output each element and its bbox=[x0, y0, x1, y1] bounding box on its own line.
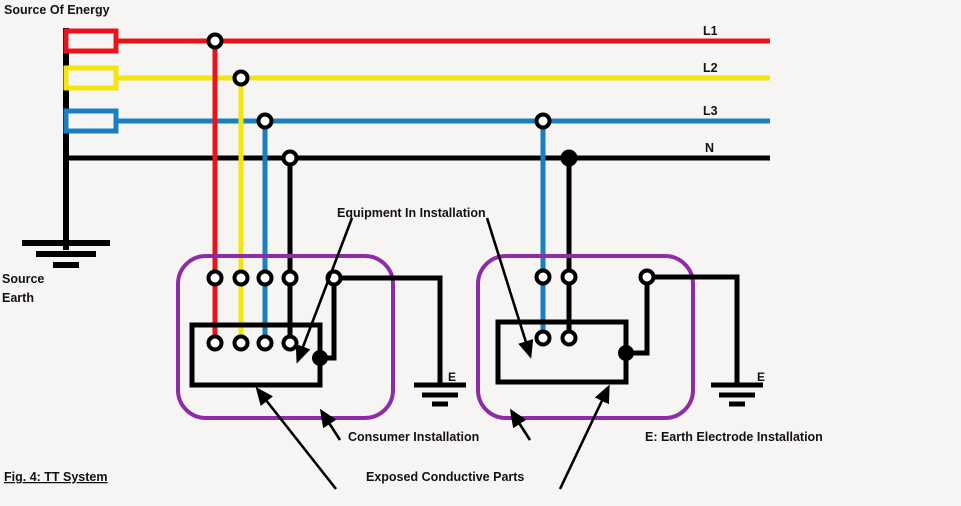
phase-label-l1: L1 bbox=[703, 24, 718, 38]
left-terminal-l1 bbox=[206, 269, 224, 287]
phase-label-n: N bbox=[705, 141, 714, 155]
leader-consumer-left bbox=[319, 408, 342, 441]
earth-electrode-installation-label: E: Earth Electrode Installation bbox=[645, 430, 823, 444]
phase-label-l2: L2 bbox=[703, 61, 718, 75]
leader-exposed-right bbox=[558, 384, 610, 490]
tap-junction-n-left bbox=[281, 149, 299, 167]
tap-junction-l1-left bbox=[206, 32, 224, 50]
winding-l3 bbox=[63, 108, 119, 134]
left-equipment-terminal-l3 bbox=[256, 334, 274, 352]
right-exposed-conductive-node bbox=[618, 345, 634, 361]
left-terminal-l3 bbox=[256, 269, 274, 287]
left-exposed-conductive-node bbox=[312, 350, 328, 366]
right-consumer-installation-boundary bbox=[476, 254, 695, 420]
right-terminal-l3 bbox=[534, 268, 552, 286]
source-earth-label-line2: Earth bbox=[2, 291, 34, 305]
winding-l1 bbox=[63, 28, 119, 54]
consumer-installation-label: Consumer Installation bbox=[348, 430, 479, 444]
right-equipment-terminal-l3 bbox=[534, 329, 552, 347]
right-electrode-label: E bbox=[757, 370, 765, 384]
phase-label-l3: L3 bbox=[703, 104, 718, 118]
right-earth-conductor bbox=[647, 274, 740, 385]
tap-junction-n-right bbox=[560, 149, 578, 167]
left-earth-conductor bbox=[334, 275, 443, 385]
left-terminal-n bbox=[281, 269, 299, 287]
leader-equipment-left bbox=[295, 217, 354, 364]
right-equipment-terminal-n bbox=[560, 329, 578, 347]
source-earth-label-line1: Source bbox=[2, 272, 44, 286]
left-equipment-terminal-l1 bbox=[206, 334, 224, 352]
leader-equipment-right bbox=[485, 217, 534, 359]
source-of-energy-label: Source Of Energy bbox=[4, 3, 110, 17]
left-consumer-installation-boundary bbox=[176, 254, 395, 420]
right-terminal-e bbox=[638, 268, 656, 286]
right-terminal-n bbox=[560, 268, 578, 286]
left-equipment-terminal-l2 bbox=[232, 334, 250, 352]
winding-l2 bbox=[63, 65, 119, 91]
left-terminal-l2 bbox=[232, 269, 250, 287]
left-electrode-label: E bbox=[448, 370, 456, 384]
figure-caption: Fig. 4: TT System bbox=[4, 470, 108, 484]
equipment-in-installation-label: Equipment In Installation bbox=[337, 206, 486, 220]
tap-junction-l2-left bbox=[232, 69, 250, 87]
exposed-conductive-parts-label: Exposed Conductive Parts bbox=[366, 470, 524, 484]
leader-consumer-right bbox=[509, 408, 532, 441]
leader-exposed-left bbox=[255, 386, 338, 490]
left-equipment-terminal-n bbox=[281, 334, 299, 352]
tap-junction-l3-left bbox=[256, 112, 274, 130]
tap-junction-l3-right bbox=[534, 112, 552, 130]
